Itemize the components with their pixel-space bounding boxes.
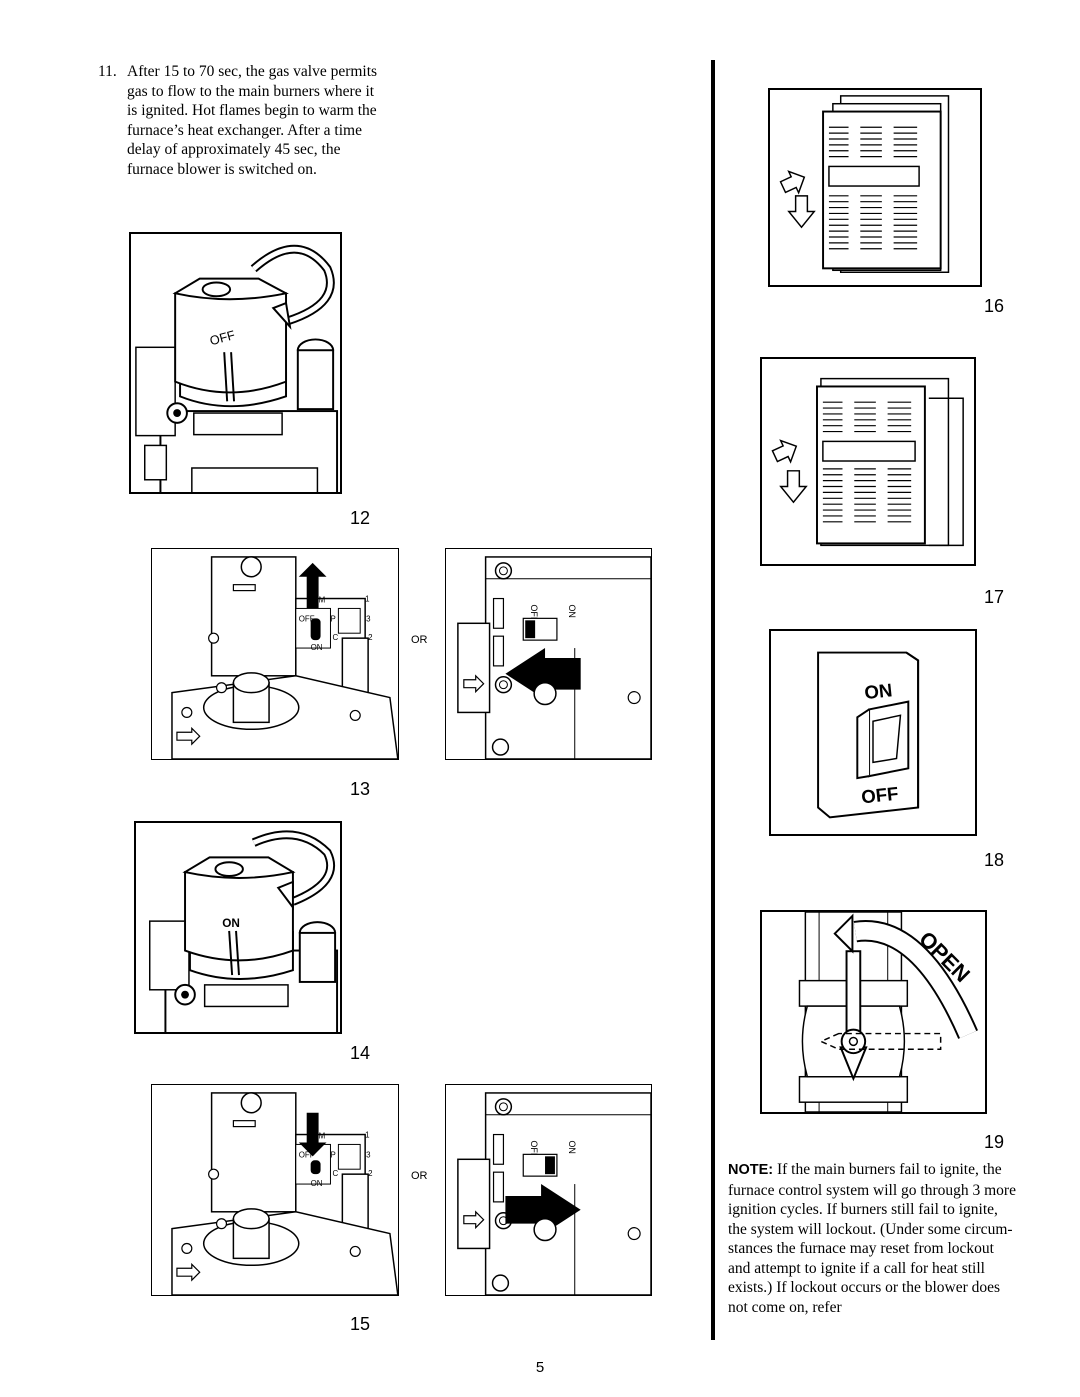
switch-on-label: ON xyxy=(863,679,893,703)
figure-14-number: 14 xyxy=(350,1043,371,1063)
figure-15-or-label: OR xyxy=(411,1170,428,1182)
switch-off-label: OFF xyxy=(860,783,899,808)
page-number: 5 xyxy=(535,1359,545,1376)
svg-text:1: 1 xyxy=(365,1131,370,1140)
figure-18-number: 18 xyxy=(984,850,1005,870)
svg-text:ON: ON xyxy=(311,1179,323,1188)
knob-off-label: OFF xyxy=(208,327,237,348)
note-label: NOTE: xyxy=(728,1162,774,1178)
figure-15-valve-switch: M OFF ON P C 1 3 2 xyxy=(151,1084,399,1296)
svg-text:OFF: OFF xyxy=(529,604,539,622)
figure-12-gas-valve-off: OFF xyxy=(129,232,342,494)
figure-13-valve-switch: M OFF ON P C 1 3 2 xyxy=(151,548,399,760)
svg-text:C: C xyxy=(332,633,338,642)
svg-text:OFF: OFF xyxy=(299,1150,315,1159)
knob-on-label: ON xyxy=(222,917,240,930)
note-paragraph: NOTE: If the main burners fail to ignite… xyxy=(728,1160,1020,1317)
svg-text:2: 2 xyxy=(368,633,372,642)
svg-text:ON: ON xyxy=(567,1140,577,1153)
svg-text:1: 1 xyxy=(365,595,370,604)
gas-valve-knob-illustration: OFF xyxy=(135,244,339,492)
figure-19-number: 19 xyxy=(984,1132,1005,1152)
svg-text:OFF: OFF xyxy=(529,1140,539,1158)
svg-text:ON: ON xyxy=(567,604,577,617)
figure-18-power-switch: ON OFF xyxy=(769,629,977,836)
figure-15-rocker-switch: OFF ON xyxy=(445,1084,652,1296)
figure-17-furnace-door-open xyxy=(760,357,976,566)
figure-19-gas-valve-open: OPEN xyxy=(760,910,987,1114)
figure-16-number: 16 xyxy=(984,296,1005,316)
svg-text:3: 3 xyxy=(366,614,371,623)
svg-text:M: M xyxy=(319,595,326,604)
step-number: 11. xyxy=(98,63,117,80)
figure-15-number: 15 xyxy=(350,1314,371,1334)
svg-text:P: P xyxy=(330,1150,335,1159)
svg-text:M: M xyxy=(319,1131,326,1140)
svg-text:P: P xyxy=(330,614,335,623)
figure-16-furnace-door xyxy=(768,88,982,287)
figure-13-rocker-switch: OFF ON xyxy=(445,548,652,760)
figure-14-gas-valve-on: ON xyxy=(134,821,342,1034)
svg-text:3: 3 xyxy=(366,1150,371,1159)
figure-17-number: 17 xyxy=(984,587,1005,607)
svg-text:ON: ON xyxy=(311,643,323,652)
figure-13-or-label: OR xyxy=(411,634,428,646)
note-text: If the main burners fail to ignite, the … xyxy=(728,1161,1016,1316)
svg-text:2: 2 xyxy=(368,1169,372,1178)
column-divider xyxy=(711,60,715,1340)
figure-12-number: 12 xyxy=(350,508,371,528)
svg-text:C: C xyxy=(332,1169,338,1178)
step-text: After 15 to 70 sec, the gas valve permit… xyxy=(127,63,378,178)
step-11: 11. After 15 to 70 sec, the gas valve pe… xyxy=(98,62,388,179)
svg-text:OFF: OFF xyxy=(299,614,315,623)
figure-13-number: 13 xyxy=(350,779,371,799)
